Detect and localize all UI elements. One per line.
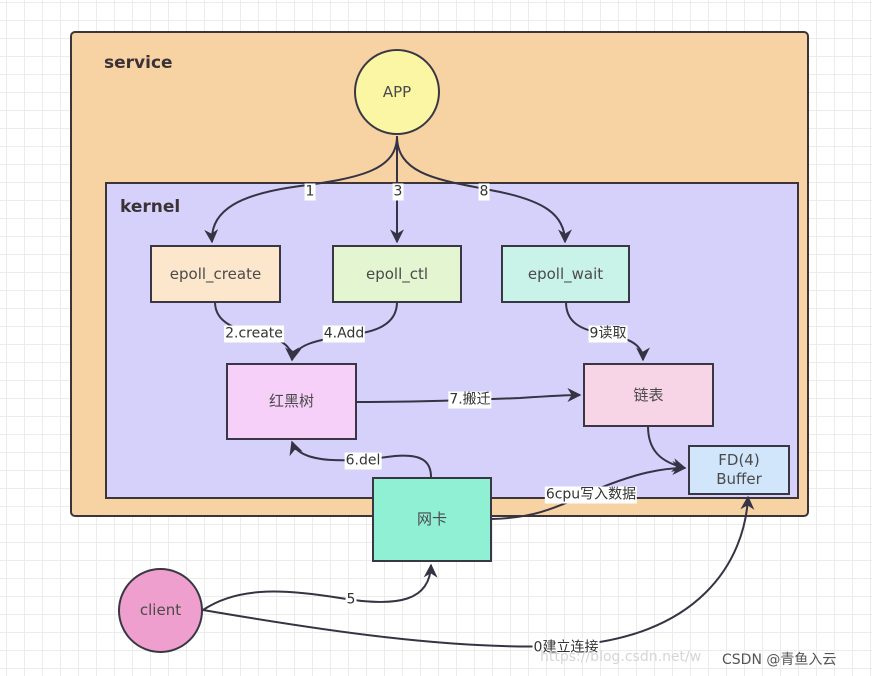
epoll-wait-label: epoll_wait: [527, 264, 604, 283]
client-label: client: [139, 601, 182, 619]
edge-label-add: 4.Add: [322, 325, 366, 343]
linked-list-label: 链表: [633, 385, 664, 404]
rbtree-label: 红黑树: [268, 392, 314, 410]
edge-label-del: 6.del: [344, 452, 382, 470]
edge-client-nic: [202, 563, 438, 611]
edge-label-8: 8: [478, 183, 490, 201]
fd-buffer-label-line1: FD(4): [718, 451, 760, 469]
watermark: CSDN @青鱼入云: [722, 652, 837, 668]
kernel-label: kernel: [120, 197, 181, 217]
epoll-create-label: epoll_create: [169, 264, 262, 283]
edge-label-create: 2.create: [224, 325, 284, 343]
client-node: client: [118, 568, 203, 653]
epoll-ctl-label: epoll_ctl: [365, 264, 429, 283]
service-label: service: [104, 53, 173, 73]
edge-label-1: 1: [304, 183, 316, 201]
edge-nic-rbtree: [289, 440, 432, 478]
edge-list-fd: [647, 425, 687, 472]
watermark-url: https://blog.csdn.net/w: [540, 649, 702, 665]
edge-label-5: 5: [345, 591, 357, 609]
linked-list-node: 链表: [583, 363, 714, 427]
edge-label-connect: 0建立连接: [532, 639, 600, 657]
edge-rbtree-list: [355, 388, 582, 403]
epoll-create-node: epoll_create: [150, 245, 281, 303]
nic-label: 网卡: [416, 510, 447, 528]
app-node: APP: [354, 49, 440, 135]
edge-app-epoll-create: [204, 135, 398, 244]
edge-app-epoll-wait: [396, 135, 572, 244]
fd-buffer-label-line2: Buffer: [716, 470, 762, 488]
rbtree-node: 红黑树: [226, 363, 357, 440]
nic-node: 网卡: [372, 477, 492, 562]
fd-buffer-node: FD(4) Buffer: [688, 445, 790, 495]
edge-label-migrate: 7.搬迁: [448, 391, 492, 409]
kernel-container: [105, 182, 799, 499]
app-label: APP: [382, 82, 412, 101]
epoll-wait-node: epoll_wait: [501, 245, 630, 303]
edge-label-3: 3: [392, 183, 404, 201]
edge-label-read: 9读取: [588, 325, 628, 343]
edge-label-cpu-write: 6cpu写入数据: [544, 486, 638, 504]
epoll-ctl-node: epoll_ctl: [332, 245, 462, 303]
